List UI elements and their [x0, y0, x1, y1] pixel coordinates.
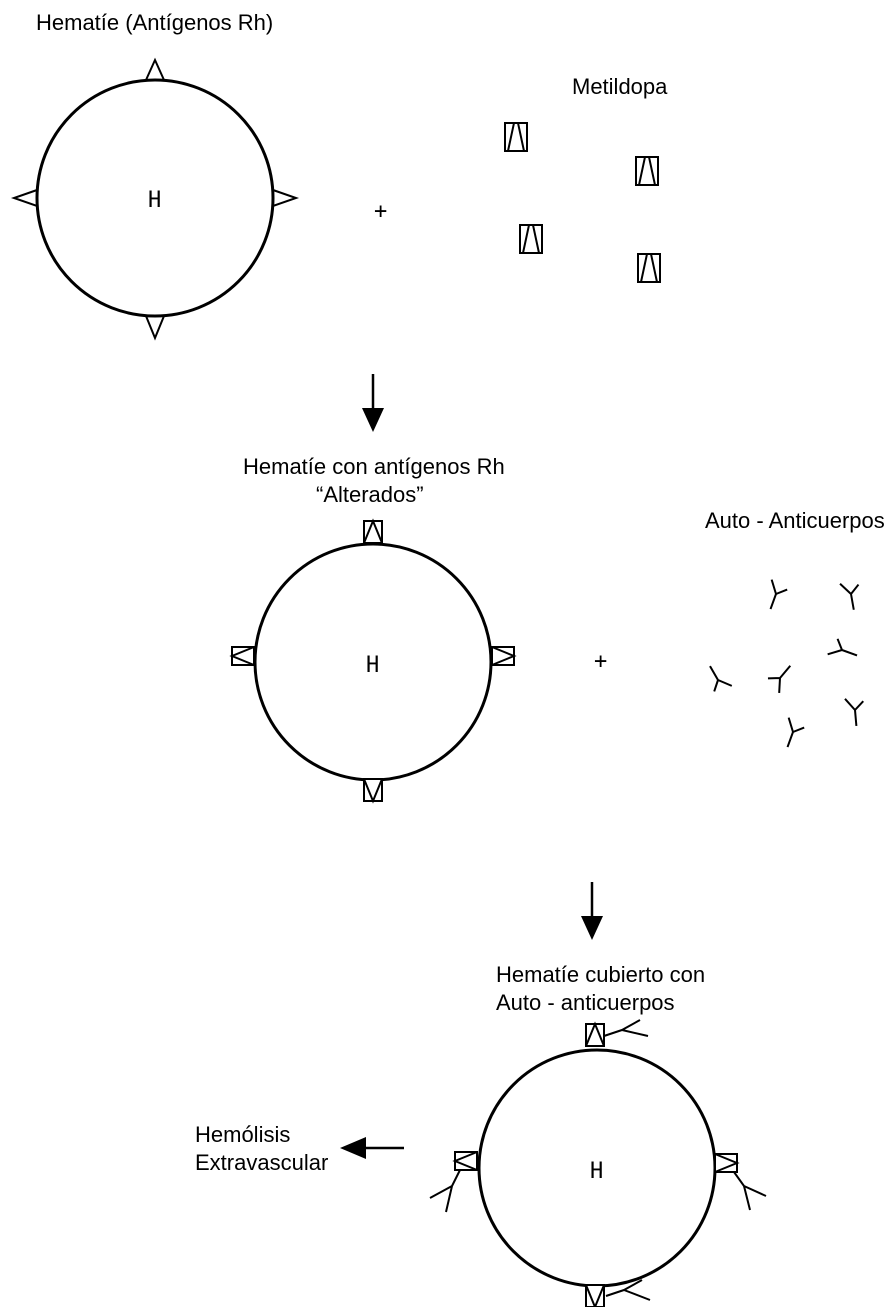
metildopa-molecule-icon [519, 224, 543, 254]
cell-label: H [148, 188, 161, 213]
bound-antibody-icon [605, 1279, 651, 1301]
drug-label: Metildopa [572, 74, 668, 99]
rh-antigen-left-icon [10, 188, 38, 208]
arrow-down-icon [362, 374, 384, 432]
rh-antigen-right-icon [272, 188, 300, 208]
stage1: Hematíe (Antígenos Rh) H + Metildopa [10, 10, 668, 341]
rh-antigen-top-icon [144, 57, 166, 81]
result-line1: Hemólisis [195, 1122, 290, 1147]
altered-antigen-bottom-icon [585, 1284, 605, 1307]
antibody-icon [701, 660, 733, 696]
stage2-title-line1: Hematíe con antígenos Rh [243, 454, 505, 479]
stage2: Hematíe con antígenos Rh “Alterados” H +… [231, 454, 885, 802]
bound-antibody-icon [603, 1019, 649, 1037]
auto-antibodies [701, 578, 867, 752]
altered-antigen-top-icon [363, 520, 383, 544]
rh-antigen-bottom-icon [144, 315, 166, 341]
metildopa-molecules [504, 122, 661, 283]
red-cell-1: H [10, 57, 300, 341]
altered-antigen-left-icon [454, 1151, 478, 1171]
arrow-left-icon [340, 1137, 404, 1159]
cell-label: H [366, 653, 379, 678]
stage3-title-line2: Auto - anticuerpos [496, 990, 675, 1015]
red-cell-3: H [429, 1019, 767, 1307]
altered-antigen-left-icon [231, 646, 255, 666]
altered-antigen-right-icon [491, 646, 515, 666]
arrow-down-icon [581, 882, 603, 940]
red-cell-2: H [231, 520, 515, 802]
altered-antigen-right-icon [714, 1153, 738, 1173]
metildopa-molecule-icon [504, 122, 528, 152]
metildopa-molecule-icon [637, 253, 661, 283]
plus-sign: + [374, 199, 387, 224]
altered-antigen-top-icon [585, 1023, 605, 1047]
antibody-icon [843, 696, 867, 728]
antibody-icon [778, 716, 807, 752]
antibody-icon [764, 658, 799, 694]
antibody-icon [761, 578, 790, 614]
result-line2: Extravascular [195, 1150, 328, 1175]
antibody-icon [839, 579, 864, 613]
antibody-label: Auto - Anticuerpos [705, 508, 885, 533]
stage3-title-line1: Hematíe cubierto con [496, 962, 705, 987]
bound-antibody-icon [733, 1171, 767, 1211]
cell-label: H [590, 1159, 603, 1184]
plus-sign: + [594, 649, 607, 674]
bound-antibody-icon [429, 1169, 461, 1213]
altered-antigen-bottom-icon [363, 778, 383, 802]
stage3: Hematíe cubierto con Auto - anticuerpos … [195, 962, 767, 1307]
stage1-title: Hematíe (Antígenos Rh) [36, 10, 273, 35]
antibody-icon [826, 636, 862, 665]
stage2-title-line2: “Alterados” [316, 482, 424, 507]
metildopa-molecule-icon [635, 156, 659, 186]
